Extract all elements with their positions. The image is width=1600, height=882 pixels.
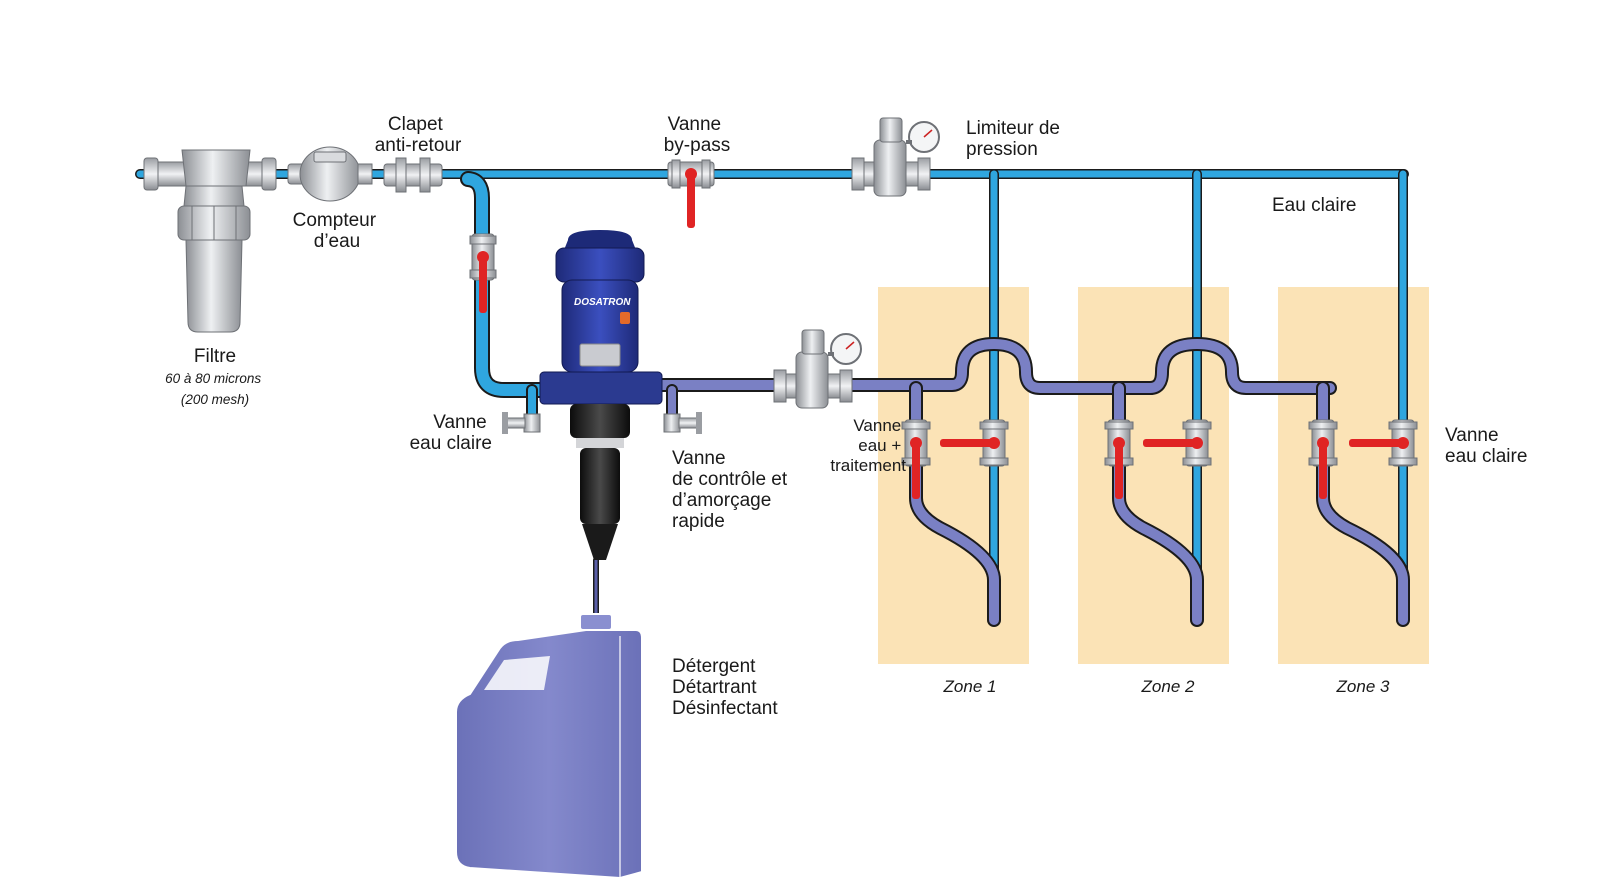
bypass-ball-valve-icon — [667, 159, 715, 228]
jerrycan-icon — [455, 613, 643, 880]
zone-clear-water-valve-label: Vanne eau claire — [1445, 425, 1527, 467]
check-valve-icon — [383, 157, 443, 193]
clear-water-drain-valve-icon — [502, 412, 541, 434]
zones — [878, 287, 1429, 664]
labels: Clapet anti-retour Vanne by-pass Limiteu… — [165, 114, 1527, 719]
zone-2-treated-valve-icon — [1104, 419, 1134, 499]
products-label: Détergent Détartrant Désinfectant — [672, 656, 778, 719]
treated-water-valve-label: Vanne eau + traitement — [830, 416, 906, 475]
control-priming-valve-icon — [663, 412, 702, 434]
zone-2-clear-valve-icon — [1143, 419, 1212, 467]
water-meter-icon — [287, 146, 373, 202]
filter-label: Filtre — [194, 346, 236, 367]
zone-3-label: Zone 3 — [1336, 677, 1390, 696]
filter-icon — [143, 149, 277, 333]
bypass-valve-label: Vanne by-pass — [664, 114, 731, 156]
clear-water-label: Eau claire — [1272, 195, 1357, 216]
treated-pressure-reducer-icon — [773, 329, 862, 409]
zone-valves — [901, 419, 1418, 499]
zone-1-clear-valve-icon — [940, 419, 1009, 467]
check-valve-label: Clapet anti-retour — [375, 114, 462, 156]
zone-1-treated-valve-icon — [901, 419, 931, 499]
dosatron-brand-label: DOSATRON — [574, 297, 631, 308]
pressure-limiter-label: Limiteur de pression — [966, 118, 1065, 160]
treated-water-pipes — [593, 337, 1410, 627]
zone-2-label: Zone 2 — [1141, 677, 1195, 696]
pressure-reducer-icon — [851, 117, 940, 197]
zone-1-label: Zone 1 — [943, 677, 997, 696]
zone-3-clear-valve-icon — [1349, 419, 1418, 467]
inlet-ball-valve-icon — [469, 233, 497, 313]
zone-3-treated-valve-icon — [1308, 419, 1338, 499]
clear-water-drain-label: Vanne eau claire — [410, 412, 492, 454]
filter-spec-label: 60 à 80 microns (200 mesh) — [165, 371, 265, 407]
water-meter-label: Compteur d’eau — [293, 210, 382, 252]
control-priming-valve-label: Vanne de contrôle et d’amorçage rapide — [672, 448, 792, 532]
dosatron-pump-icon: DOSATRON — [539, 230, 663, 560]
